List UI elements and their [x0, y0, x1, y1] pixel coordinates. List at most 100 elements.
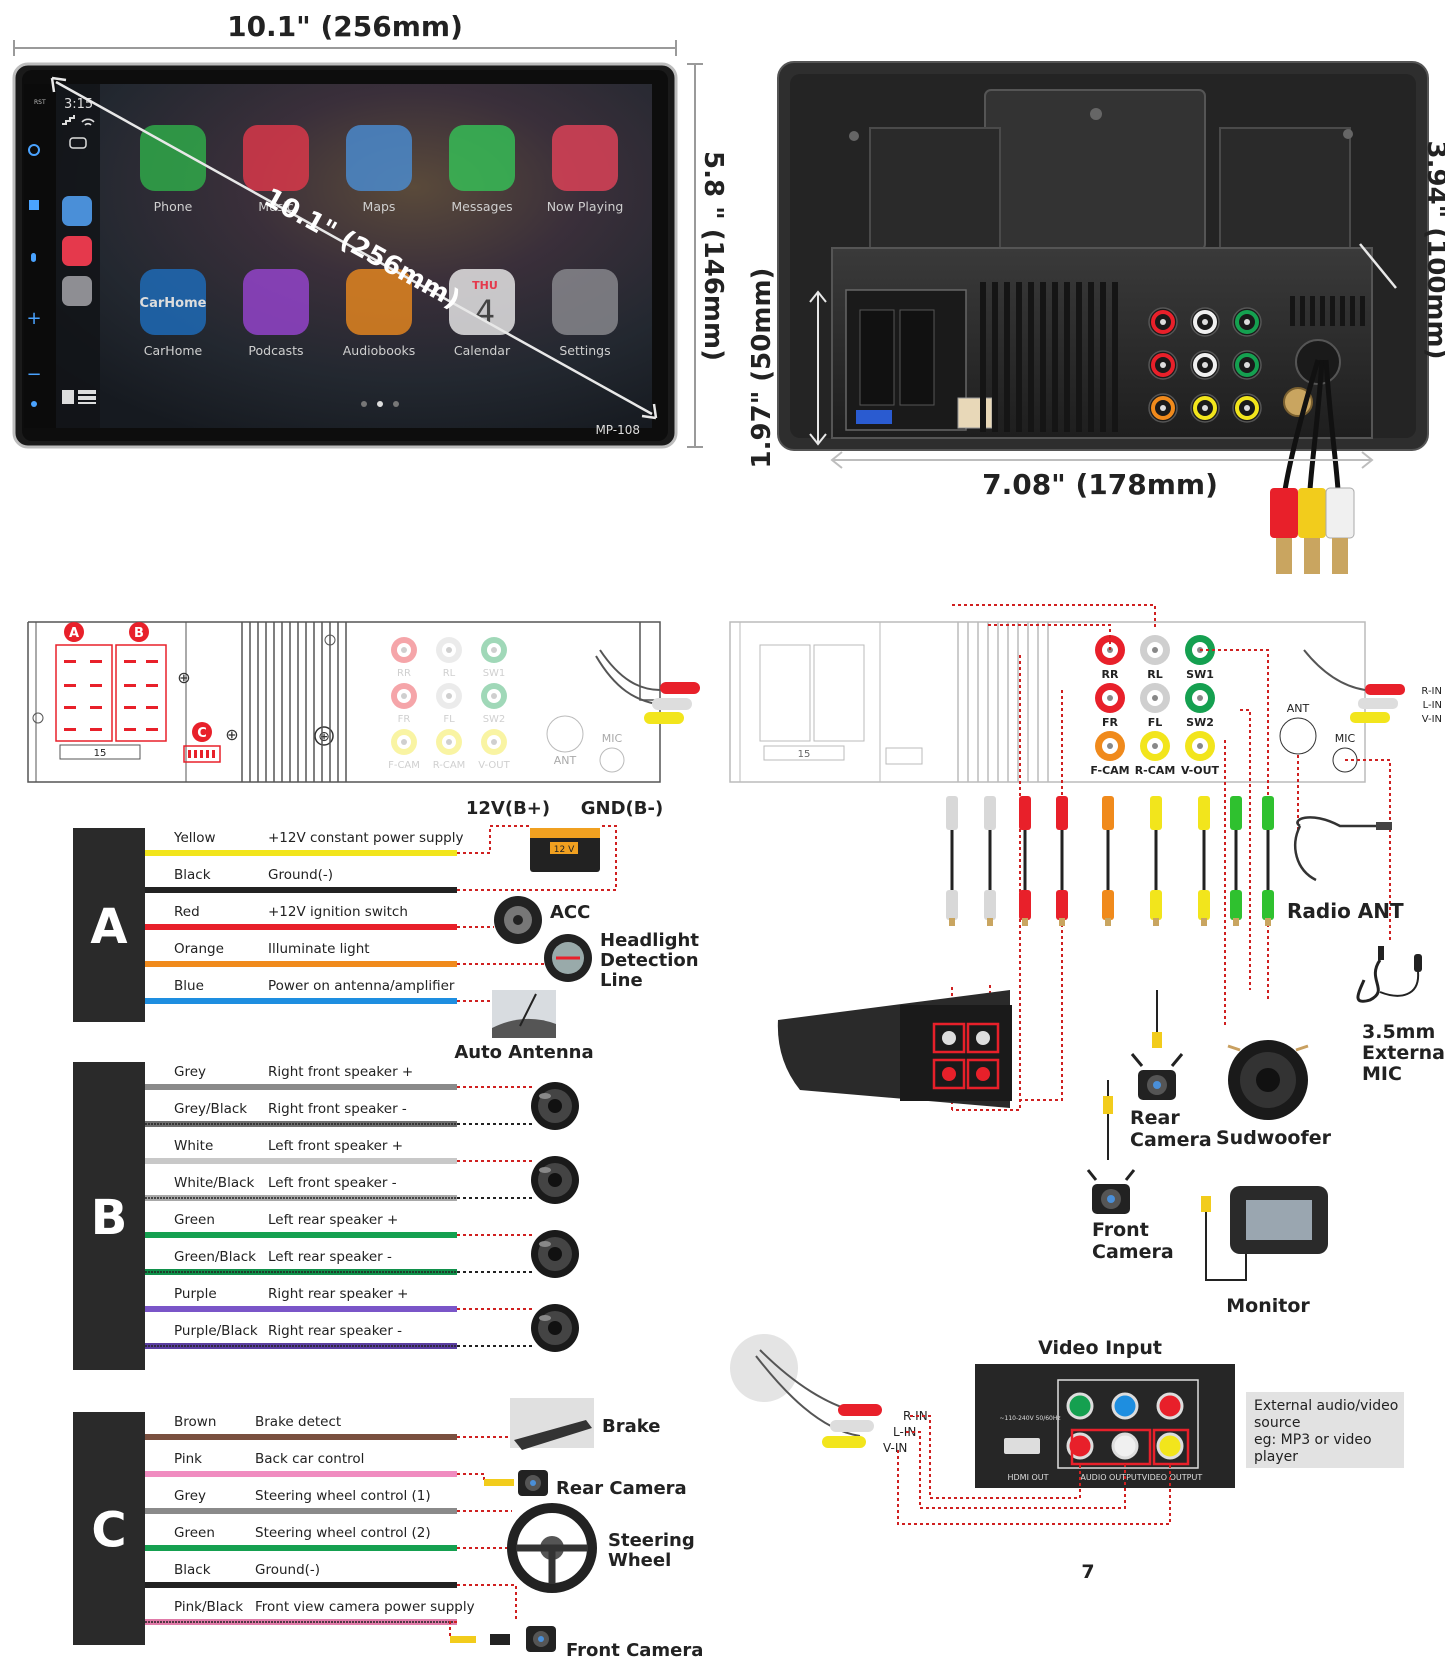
app-label: Settings: [559, 343, 610, 358]
headlight-label-2: Detection: [600, 950, 699, 971]
connector-b-letter: B: [134, 626, 144, 641]
wire-color-name: Blue: [174, 978, 204, 994]
wire-function: Illuminate light: [268, 941, 370, 957]
chassis-height-label: 1.97" (50mm): [747, 268, 777, 469]
rca-plug-cable: [1056, 796, 1068, 926]
wire-color-name: Purple: [174, 1286, 217, 1302]
app-podcasts[interactable]: Podcasts: [243, 269, 309, 358]
amplifier-icon: [777, 990, 1012, 1108]
rca-port-rl: RL: [1140, 635, 1170, 681]
front-camera-label-2: Camera: [1092, 1241, 1174, 1263]
status-time: 3:15: [64, 97, 93, 112]
wire-line: [145, 1582, 457, 1588]
rca-plug-cable: [984, 796, 996, 926]
app-label: Podcasts: [248, 343, 303, 358]
wire-line: [145, 1232, 457, 1238]
rca-port-r-cam: R-CAM: [1135, 731, 1176, 777]
chassis-width-label: 7.08" (178mm): [982, 468, 1218, 501]
dock-maps-icon[interactable]: [62, 196, 92, 226]
steering-label-1: Steering: [608, 1530, 695, 1551]
app-now-playing[interactable]: Now Playing: [547, 125, 624, 214]
wire-line: [145, 1306, 457, 1312]
rca-port-label: RR: [397, 668, 411, 679]
wire-line: [145, 887, 457, 893]
rca-port-fr: FR: [1095, 683, 1125, 729]
iso-number-label-right: 15: [798, 749, 811, 760]
head-unit-front-view: 10.1" (256mm) RST + − 3:1: [12, 10, 728, 449]
svg-text:⊕: ⊕: [318, 729, 330, 745]
dock-settings-icon[interactable]: [62, 276, 92, 306]
wire-color-name: Purple/Black: [174, 1323, 258, 1339]
connector-a-badge: [64, 622, 84, 642]
mic-label-3: MIC: [1362, 1063, 1402, 1085]
wire-line: [145, 1545, 457, 1551]
wire-function: Steering wheel control (2): [255, 1525, 431, 1541]
steering-label-2: Wheel: [608, 1550, 671, 1571]
video-input-label: Video Input: [1038, 1337, 1162, 1359]
power-icon[interactable]: [28, 144, 40, 156]
app-audiobooks[interactable]: Audiobooks: [343, 269, 416, 358]
model-label: MP-108: [595, 423, 640, 437]
rca-port-f-cam: F-CAM: [388, 729, 420, 771]
brake-label: Brake: [602, 1416, 660, 1437]
svg-text:⊕: ⊕: [225, 725, 238, 744]
acc-ignition-icon: [494, 896, 542, 944]
app-label: Calendar: [454, 343, 511, 358]
front-camera-label-1: Front: [1092, 1219, 1149, 1241]
rca-plug-cable: [1102, 796, 1114, 926]
external-mic-icon: [1356, 946, 1422, 1003]
app-icon: [346, 269, 412, 335]
carhome-tile-text: CarHome: [140, 296, 207, 311]
front-camera-icon-right: [1086, 1080, 1136, 1214]
battery-plus-label: 12V(B+): [466, 798, 550, 819]
wire-color-name: Pink: [174, 1451, 202, 1467]
home-icon[interactable]: [29, 200, 39, 210]
wire-color-name: Red: [174, 904, 200, 920]
battery-icon: 12 V: [530, 828, 600, 872]
wire-color-name: Pink/Black: [174, 1599, 243, 1615]
wire-line: [145, 998, 457, 1004]
svg-text:⊕: ⊕: [177, 668, 190, 687]
wire-color-name: Grey: [174, 1064, 206, 1080]
app-settings[interactable]: Settings: [552, 269, 618, 358]
v-in-label-bottom: V-IN: [883, 1441, 907, 1455]
subwoofer-label: Sudwoofer: [1216, 1127, 1332, 1149]
volume-down-icon[interactable]: −: [26, 364, 41, 385]
battery-ground-label: GND(B-): [581, 798, 663, 819]
radio-antenna-icon: [1294, 816, 1392, 882]
rca-port-fl: FL: [1140, 683, 1170, 729]
wire-function: Ground(-): [268, 867, 333, 883]
external-source-line-1: External audio/video: [1254, 1398, 1398, 1414]
v-in-label-top: V-IN: [1422, 714, 1442, 725]
calendar-day: THU: [472, 279, 498, 292]
wire-line: [145, 961, 457, 967]
mic-icon[interactable]: [31, 253, 36, 262]
app-phone[interactable]: Phone: [140, 125, 206, 214]
rear-camera-label-c: Rear Camera: [556, 1478, 687, 1499]
group-letter: B: [91, 1190, 128, 1246]
dashboard-icon[interactable]: [62, 390, 74, 404]
wire-function: +12V ignition switch: [268, 904, 408, 920]
ant-label-left: ANT: [554, 754, 577, 767]
rca-plug-cable: [946, 796, 958, 926]
app-messages[interactable]: Messages: [449, 125, 515, 214]
volume-up-icon[interactable]: +: [26, 308, 41, 329]
rca-port-label: SW1: [1186, 668, 1214, 681]
page-number: 7: [1081, 1561, 1094, 1583]
wire-function: Right front speaker +: [268, 1064, 413, 1080]
wire-line: [145, 1084, 457, 1090]
app-icon: [243, 269, 309, 335]
dock-music-icon[interactable]: [62, 236, 92, 266]
rca-port-label: R-CAM: [1135, 764, 1176, 777]
app-maps[interactable]: Maps: [346, 125, 412, 214]
rca-plug-cable: [1262, 796, 1274, 926]
rca-port-v-out: V-OUT: [1181, 731, 1220, 777]
acc-label: ACC: [550, 902, 590, 923]
